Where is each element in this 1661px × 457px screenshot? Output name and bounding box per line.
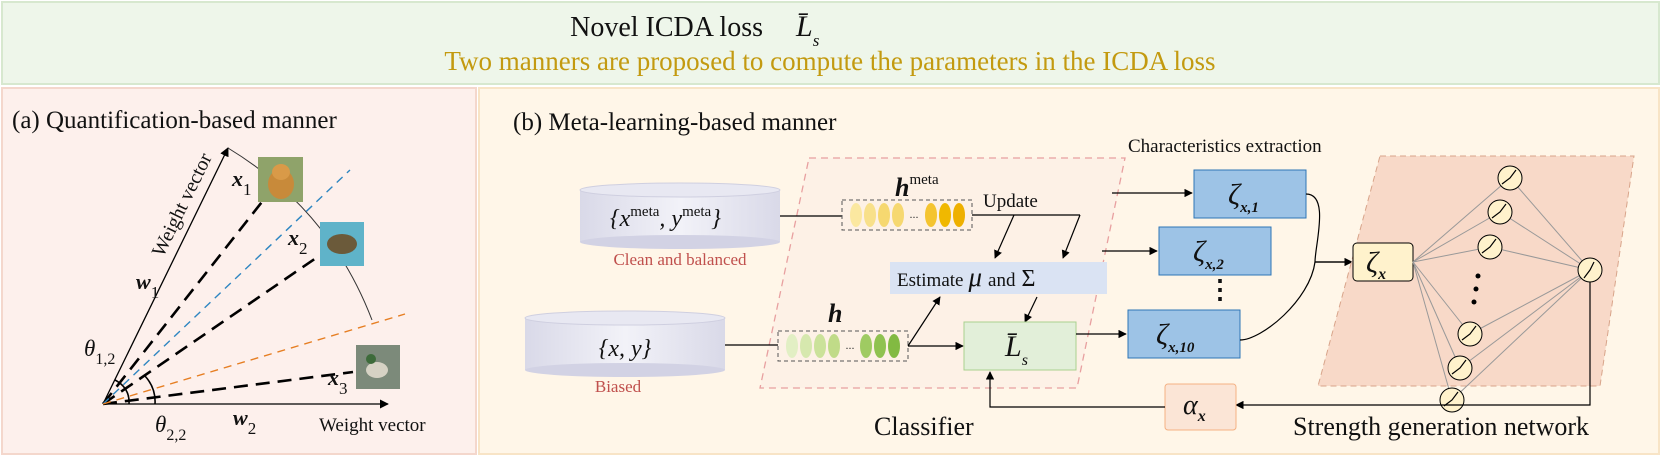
svg-text:ζx,2: ζx,2 bbox=[1193, 235, 1224, 273]
h-ellipsis: ... bbox=[846, 338, 855, 352]
h-label: h bbox=[828, 299, 842, 328]
estimate-box bbox=[890, 262, 1107, 294]
h-meta-feature-vector bbox=[841, 199, 973, 231]
x2-label: x2 bbox=[287, 225, 308, 258]
orange-dashed-line bbox=[102, 313, 406, 405]
zeta-x-label: ζx bbox=[1366, 246, 1386, 283]
meta-dataset-cylinder bbox=[579, 182, 781, 249]
h-cells bbox=[786, 334, 900, 358]
loss-box bbox=[963, 321, 1077, 371]
biased-dataset-cylinder bbox=[524, 310, 726, 377]
alpha-label: αx bbox=[1183, 390, 1206, 425]
h-meta-label: hmeta bbox=[895, 172, 939, 202]
zeta-vdots: ⋮ bbox=[1207, 275, 1233, 304]
h-to-estimate-arrow bbox=[907, 296, 941, 347]
header-banner bbox=[1, 1, 1660, 85]
theta22-label: θ2,2 bbox=[155, 412, 186, 444]
w2-label: w2 bbox=[233, 405, 256, 438]
weight-vector-w1-arrow bbox=[102, 147, 229, 405]
header-loss-symbol: L̄s bbox=[795, 10, 820, 50]
w1-label: w1 bbox=[136, 269, 159, 302]
feature-x3-line bbox=[102, 370, 354, 406]
theta12-label: θ1,2 bbox=[84, 336, 115, 368]
x3-label: x3 bbox=[327, 365, 348, 398]
x1-label: x1 bbox=[231, 166, 252, 199]
panel-b-label: (b) Meta-learning-based manner bbox=[513, 109, 837, 136]
loss-symbol: L̄s bbox=[1004, 330, 1028, 369]
svg-text:ζx,1: ζx,1 bbox=[1228, 178, 1259, 216]
angle-arc-theta22 bbox=[144, 375, 156, 405]
zeta-10-merge-curve bbox=[1239, 261, 1316, 341]
dog-image-thumbnail bbox=[258, 157, 303, 202]
meta-dataset-label: {xmeta, ymeta} bbox=[610, 204, 721, 232]
estimate-to-loss-arrow bbox=[1024, 296, 1038, 323]
meta-dataset-caption: Clean and balanced bbox=[613, 250, 747, 269]
network-edges bbox=[1412, 177, 1591, 401]
header-subtitle: Two manners are proposed to compute the … bbox=[444, 46, 1215, 76]
network-dots bbox=[1471, 273, 1481, 305]
zeta-2-box: ζx,2 bbox=[1158, 226, 1272, 276]
header-title: Novel ICDA loss bbox=[570, 12, 763, 43]
update-mu-arrow bbox=[994, 214, 1015, 259]
panel-a-label: (a) Quantification-based manner bbox=[12, 107, 338, 134]
zeta-10-box: ζx,10 bbox=[1127, 309, 1241, 359]
h-meta-ellipsis: ... bbox=[910, 207, 919, 221]
update-label: Update bbox=[983, 191, 1038, 212]
activation-glyphs bbox=[1443, 169, 1595, 407]
strength-network-label: Strength generation network bbox=[1293, 412, 1589, 441]
biased-dataset-caption: Biased bbox=[595, 377, 642, 396]
turtle-image-thumbnail bbox=[320, 222, 364, 266]
blue-dashed-line bbox=[102, 169, 351, 405]
network-output-path bbox=[1235, 282, 1591, 410]
biased-dataset-label: {x, y} bbox=[599, 336, 652, 362]
characteristics-label: Characteristics extraction bbox=[1128, 136, 1322, 157]
h-meta-cells bbox=[850, 203, 965, 227]
boundary-arc bbox=[227, 147, 373, 321]
strength-network-region bbox=[1317, 155, 1635, 387]
weight-vector-2-label: Weight vector bbox=[319, 415, 426, 436]
update-sigma-arrow bbox=[1061, 214, 1081, 259]
bird-image-thumbnail bbox=[356, 345, 400, 389]
zeta-1-box: ζx,1 bbox=[1193, 169, 1307, 219]
svg-text:ζx,10: ζx,10 bbox=[1156, 318, 1195, 356]
panel-a-background bbox=[1, 87, 477, 455]
angle-arc-theta12 bbox=[114, 379, 130, 405]
alpha-to-loss-path bbox=[985, 371, 1165, 408]
h-feature-vector bbox=[777, 330, 909, 362]
zeta-merge-curve bbox=[1305, 193, 1352, 263]
classifier-label: Classifier bbox=[874, 412, 974, 441]
